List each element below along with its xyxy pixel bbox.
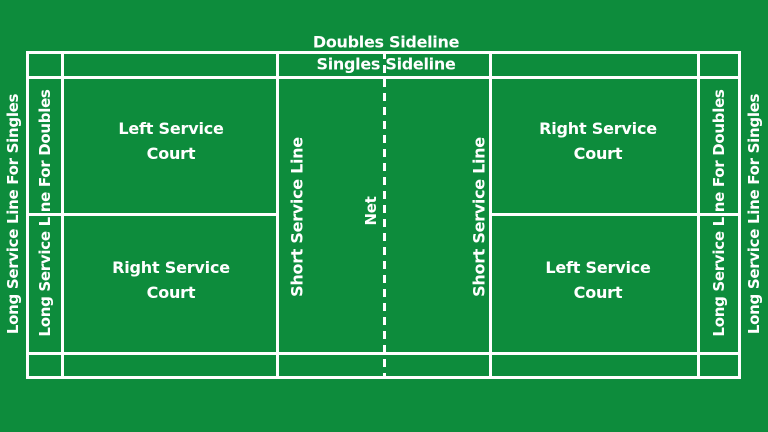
center-line-left-segment <box>26 213 279 216</box>
net-label: Net <box>362 196 380 226</box>
long-service-line-doubles-label-left: Long Service Line For Doubles <box>36 89 54 337</box>
short-service-line-left <box>276 51 279 379</box>
singles-sideline-label: Singles Sideline <box>316 54 456 74</box>
service-court-label-top-left: Left Service Court <box>118 119 224 163</box>
center-line-right-segment <box>489 213 741 216</box>
inner-left-line <box>61 51 64 379</box>
short-service-line-label-right: Short Service Line <box>469 137 489 297</box>
doubles-sideline-label: Doubles Sideline <box>312 32 460 52</box>
long-service-line-doubles-label-right: Long Service Line For Doubles <box>710 89 728 337</box>
outer-boundary-left-line <box>26 51 29 379</box>
service-court-label-bottom-left: Right Service Court <box>112 258 230 302</box>
short-service-line-right <box>489 51 492 379</box>
inner-right-line <box>697 51 700 379</box>
long-service-line-singles-label-left: Long Service Line For Singles <box>4 93 22 335</box>
long-service-line-singles-label-right: Long Service Line For Singles <box>745 93 763 335</box>
outer-boundary-right-line <box>738 51 741 379</box>
net-dashed-line <box>383 51 386 379</box>
short-service-line-label-left: Short Service Line <box>287 137 307 297</box>
service-court-label-bottom-right: Left Service Court <box>545 258 651 302</box>
service-court-label-top-right: Right Service Court <box>539 119 657 163</box>
